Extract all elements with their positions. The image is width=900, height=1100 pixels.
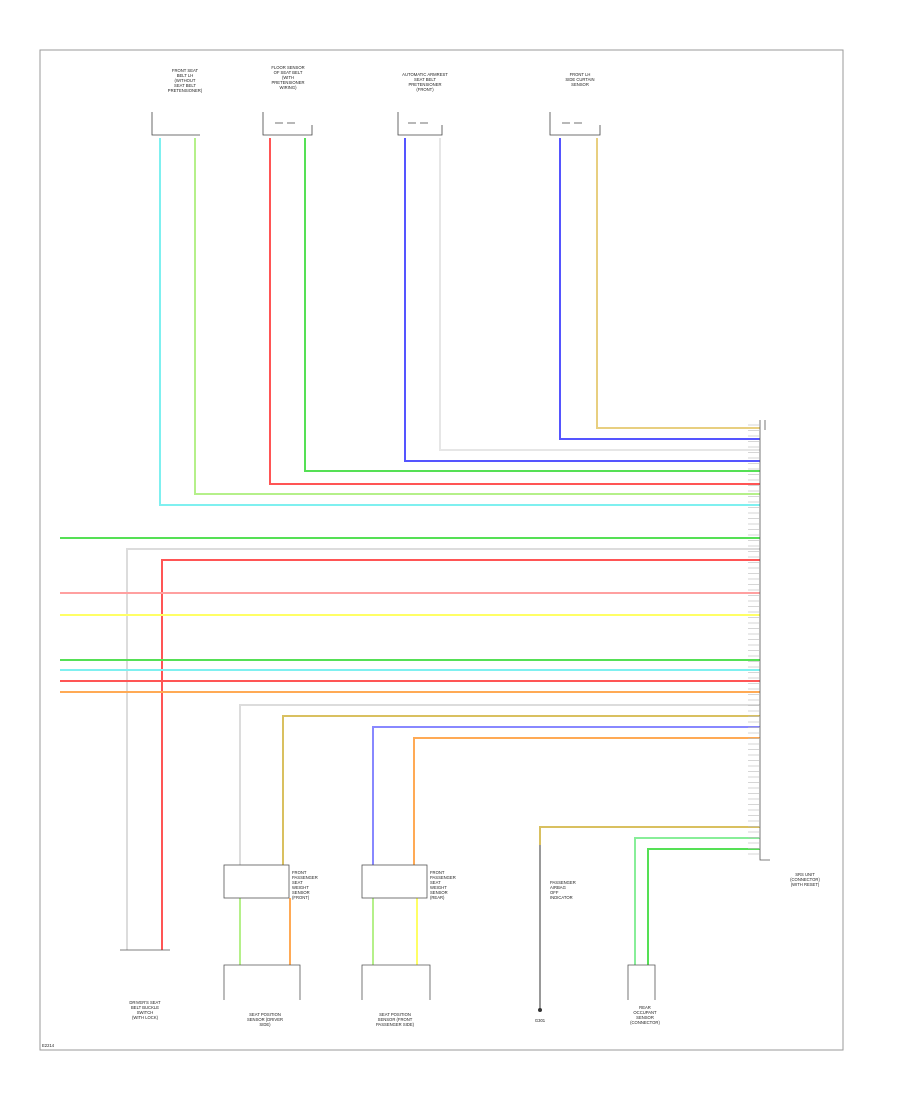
seat-module-2 xyxy=(361,864,428,899)
bottom-connectors xyxy=(120,949,656,1000)
wire-tan-1 xyxy=(596,138,760,429)
wire-green-1 xyxy=(304,138,760,472)
label-bottom-left: DRIVER'S SEAT BELT BUCKLE SWITCH (WITH L… xyxy=(129,1000,161,1020)
wire-group-left xyxy=(60,537,760,950)
top-connector-1 xyxy=(151,112,200,136)
wire-orange-2 xyxy=(413,737,760,865)
label-bottom-2: SEAT POSITION SENSOR (DRIVER SIDE) xyxy=(246,1012,284,1027)
top-connector-4 xyxy=(549,112,601,136)
label-seat-module-2: FRONT PASSENGER SEAT WEIGHT SENSOR (REAR… xyxy=(430,870,456,900)
wire-light-blue-1 xyxy=(159,138,760,506)
wire-dark-yellow-1 xyxy=(282,715,760,865)
wire-red-1 xyxy=(269,138,760,485)
wire-green-4 xyxy=(634,837,760,965)
label-top-4: FRONT LH SIDE CURTAIN SENSOR xyxy=(565,72,595,87)
wire-red-2 xyxy=(161,559,760,950)
label-top-2: FLOOR SENSOR OF SEAT BELT (WITH PRETENSI… xyxy=(271,65,305,90)
wire-blue-1 xyxy=(404,138,760,462)
top-connector-3 xyxy=(397,112,443,136)
seat-module-1 xyxy=(223,864,290,899)
ground-point xyxy=(538,1008,542,1012)
label-bottom-right: REAR OCCUPANT SENSOR (CONNECTOR) xyxy=(630,1005,660,1025)
wire-white-1 xyxy=(439,138,760,451)
wire-group-lower xyxy=(239,704,760,965)
label-seat-module-1: FRONT PASSENGER SEAT WEIGHT SENSOR (FRON… xyxy=(292,870,318,900)
wire-dark-yellow-2 xyxy=(539,826,760,845)
diagram-border xyxy=(39,49,844,1051)
wire-light-green-1 xyxy=(194,138,760,495)
wire-white-3 xyxy=(239,704,760,865)
label-ground: G301 xyxy=(534,1018,546,1023)
wire-blue-2 xyxy=(559,138,760,440)
wire-group-top xyxy=(159,138,760,506)
label-top-1: FRONT SEAT BELT LH (WITHOUT SEAT BELT PR… xyxy=(167,68,203,93)
wire-white-2 xyxy=(126,548,760,950)
main-connector xyxy=(759,420,770,861)
wire-blue-3 xyxy=(372,726,760,865)
main-connector-pins xyxy=(748,424,760,855)
label-top-3: AUTOMATIC ARMREST SEAT BELT PRETENSIONER… xyxy=(402,72,448,92)
top-connector-2 xyxy=(262,112,313,136)
label-bottom-3: SEAT POSITION SENSOR (FRONT PASSENGER SI… xyxy=(375,1012,415,1027)
footer-code: E2214 xyxy=(42,1043,55,1048)
label-indicator: PASSENGER AIRBAG OFF INDICATOR xyxy=(550,880,576,900)
label-main-unit: SRS UNIT (CONNECTOR) (WITH RESET) xyxy=(790,872,820,887)
wire-green-5 xyxy=(647,848,760,965)
